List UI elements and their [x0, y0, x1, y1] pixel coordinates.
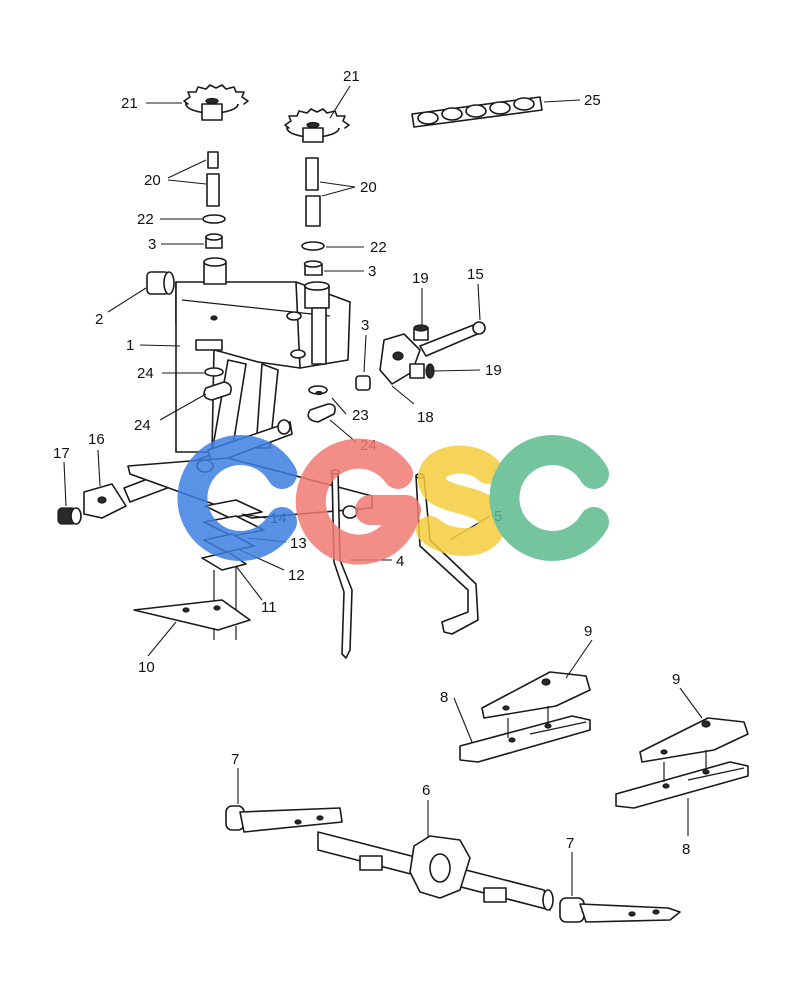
watermark-letter-s [416, 445, 507, 556]
callout-20: 20 [144, 172, 161, 189]
sprocket-right [284, 108, 350, 143]
callout-7: 7 [566, 835, 574, 852]
callout-18: 18 [417, 409, 434, 426]
callout-13: 13 [290, 535, 307, 552]
callout-1: 1 [126, 337, 134, 354]
callout-11: 11 [261, 599, 277, 616]
watermark-letter-c2 [489, 435, 609, 561]
callout-6: 6 [422, 782, 430, 799]
arm-assembly [355, 321, 486, 391]
callout-12: 12 [288, 567, 305, 584]
callout-16: 16 [88, 431, 105, 448]
callout-20: 20 [360, 179, 377, 196]
shaft-left [202, 151, 226, 249]
callout-19: 19 [412, 270, 429, 287]
callout-21: 21 [343, 68, 360, 85]
callout-3: 3 [148, 236, 156, 253]
sprocket-left [183, 84, 249, 121]
callout-9: 9 [584, 623, 592, 640]
bushing [146, 271, 175, 295]
watermark-logo [177, 435, 609, 565]
clamps [203, 367, 336, 423]
callout-4: 4 [396, 553, 404, 570]
callout-8: 8 [682, 841, 690, 858]
roller-chain [411, 96, 543, 128]
callout-24: 24 [134, 417, 151, 434]
watermark-letter-g [295, 438, 421, 565]
callout-19: 19 [485, 362, 502, 379]
watermark-letter-c1 [177, 435, 297, 561]
callout-23: 23 [352, 407, 369, 424]
callout-7: 7 [231, 751, 239, 768]
callout-21: 21 [121, 95, 138, 112]
callout-8: 8 [440, 689, 448, 706]
blade-holder-left [459, 671, 591, 763]
lower-shaft-assembly [225, 805, 681, 923]
callout-22: 22 [370, 239, 387, 256]
callout-10: 10 [138, 659, 155, 676]
callout-17: 17 [53, 445, 70, 462]
callout-3: 3 [361, 317, 369, 334]
callout-24: 24 [137, 365, 154, 382]
callout-25: 25 [584, 92, 601, 109]
blade-holder-right [615, 717, 749, 809]
callout-22: 22 [137, 211, 154, 228]
main-frame [175, 257, 351, 453]
callout-9: 9 [672, 671, 680, 688]
callout-15: 15 [467, 266, 484, 283]
callout-3: 3 [368, 263, 376, 280]
callout-2: 2 [95, 311, 103, 328]
shaft-right [301, 157, 325, 276]
